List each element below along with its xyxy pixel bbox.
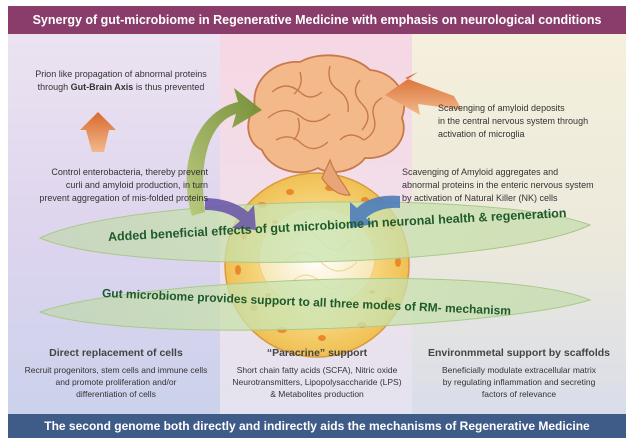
prion-propagation-text: Prion like propagation of abnormal prote… xyxy=(16,68,226,94)
enterobacteria-line-2: curli and amyloid production, in turn xyxy=(65,180,208,190)
footer-bar: The second genome both directly and indi… xyxy=(8,414,626,438)
prion-line-2-suffix: is thus prevented xyxy=(135,82,205,92)
direct-replacement-text: Recruit progenitors, stem cells and immu… xyxy=(12,364,220,400)
nk-cells-scavenging-text: Scavenging of Amyloid aggregates and abn… xyxy=(402,166,626,205)
direct-replacement-heading: Direct replacement of cells xyxy=(49,347,183,359)
scaffold-line-3: factors of relevance xyxy=(481,389,557,399)
prion-line-2: through Gut-Brain Axis is thus prevented xyxy=(16,81,226,94)
direct-line-3: differentiation of cells xyxy=(76,389,156,399)
enterobacteria-line-1: Control enterobacteria, thereby prevent xyxy=(51,167,208,177)
enterobacteria-line-3: prevent aggregation of mis-folded protei… xyxy=(39,193,208,203)
purple-arrow xyxy=(205,198,256,230)
gut-brain-axis-label: Gut-Brain Axis xyxy=(70,82,134,92)
paracrine-heading: “Paracrine” support xyxy=(266,347,368,359)
microglia-line-1: Scavenging of amyloid deposits xyxy=(438,103,565,113)
paracrine-line-3: & Metabolites production xyxy=(270,389,364,399)
scaffold-line-2: by regulating inflammation and secreting xyxy=(442,377,596,387)
nk-line-1: Scavenging of Amyloid aggregates and xyxy=(402,167,559,177)
prion-line-2-prefix: through xyxy=(37,82,69,92)
green-curved-arrow xyxy=(186,88,262,216)
nk-line-3: by activation of Natural Killer (NK) cel… xyxy=(402,193,558,203)
paracrine-line-2: Neurotransmitters, Lipopolysaccharide (L… xyxy=(232,377,402,387)
microglia-line-2: in the central nervous system through xyxy=(438,116,589,126)
prion-line-1: Prion like propagation of abnormal prote… xyxy=(35,69,207,79)
orange-arrow-right xyxy=(385,72,462,115)
orange-arrow-left xyxy=(80,112,116,152)
blue-arrow xyxy=(350,195,400,228)
paracrine-text: Short chain fatty acids (SCFA), Nitric o… xyxy=(222,364,412,400)
scaffold-support-heading: Environmmetal support by scaffolds xyxy=(427,347,611,359)
enterobacteria-control-text: Control enterobacteria, thereby prevent … xyxy=(10,166,208,205)
scaffold-support-text: Beneficially modulate extracellular matr… xyxy=(414,364,624,400)
direct-line-2: and promote proliferation and/or xyxy=(55,377,177,387)
paracrine-line-1: Short chain fatty acids (SCFA), Nitric o… xyxy=(236,365,398,375)
brain-illustration xyxy=(247,54,405,196)
nk-line-2: abnormal proteins in the enteric nervous… xyxy=(402,180,594,190)
scaffold-line-1: Beneficially modulate extracellular matr… xyxy=(441,365,596,375)
microglia-scavenging-text: Scavenging of amyloid deposits in the ce… xyxy=(438,102,624,141)
lower-green-band xyxy=(38,278,592,331)
direct-line-1: Recruit progenitors, stem cells and immu… xyxy=(24,365,208,375)
title-bar: Synergy of gut-microbiome in Regenerativ… xyxy=(8,6,626,34)
microglia-line-3: activation of microglia xyxy=(438,129,525,139)
